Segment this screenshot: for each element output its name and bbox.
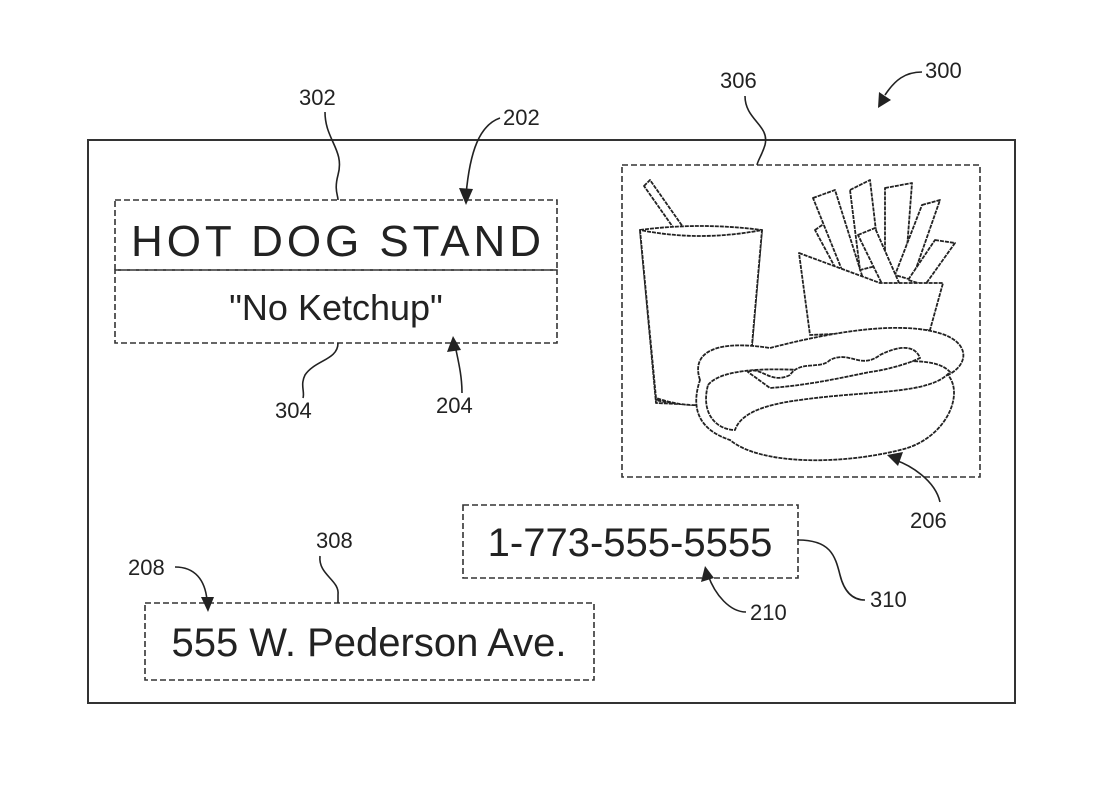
arrow-head-icon: [701, 566, 714, 582]
ref-208: 208: [128, 555, 165, 580]
ref-300: 300: [925, 58, 962, 83]
ref-304: 304: [275, 398, 312, 423]
card-border: [87, 139, 1016, 704]
arrow-head-icon: [459, 188, 473, 205]
ref-204: 204: [436, 393, 473, 418]
fries-carton: [798, 252, 944, 336]
ref-206: 206: [910, 508, 947, 533]
ref-310: 310: [870, 587, 907, 612]
image-region-box: [621, 164, 981, 478]
leader-208: [174, 566, 208, 601]
leader-206: [894, 459, 941, 503]
subtitle-region-box: [114, 269, 558, 344]
phone-text: 1-773-555-5555: [488, 521, 773, 565]
address-region-box: [144, 602, 595, 681]
leader-300: [884, 71, 923, 96]
ref-210: 210: [750, 600, 787, 625]
phone-region-box: [462, 504, 799, 579]
leader-304: [301, 342, 339, 399]
arrow-head-icon: [878, 92, 891, 108]
ref-308: 308: [316, 528, 353, 553]
leader-306: [744, 95, 767, 166]
leader-204: [454, 344, 463, 394]
leader-202: [465, 117, 501, 196]
leader-302: [324, 111, 341, 201]
arrow-head-icon: [201, 597, 214, 612]
leader-308: [319, 555, 339, 603]
leader-210: [707, 574, 747, 613]
address-text: 555 W. Pederson Ave.: [171, 621, 566, 665]
arrow-head-icon: [447, 336, 461, 352]
food-illustration: [639, 179, 965, 462]
mustard: [747, 346, 921, 389]
leader-310: [797, 539, 866, 601]
title-text: HOT DOG STAND: [131, 217, 541, 266]
ref-202: 202: [503, 105, 540, 130]
ref-306: 306: [720, 68, 757, 93]
ref-302: 302: [299, 85, 336, 110]
subtitle-text: "No Ketchup": [229, 287, 443, 328]
arrow-head-icon: [887, 452, 903, 466]
